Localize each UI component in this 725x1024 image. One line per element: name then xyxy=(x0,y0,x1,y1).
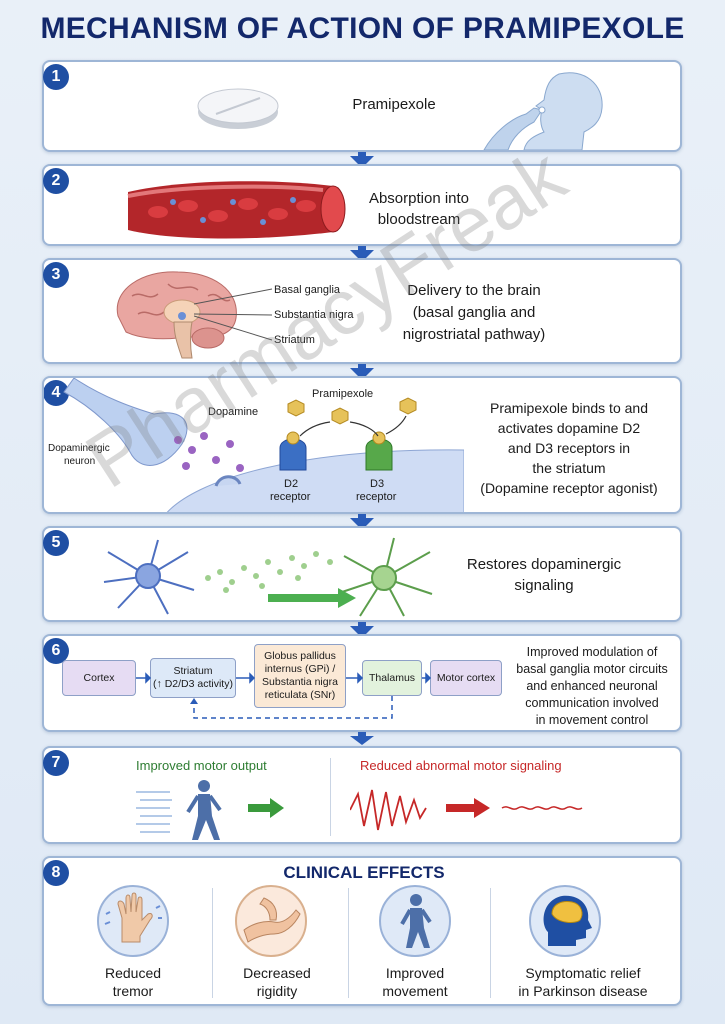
blood-vessel-icon xyxy=(127,181,346,239)
step-3-text-line-2: (basal ganglia and xyxy=(412,304,536,321)
effect-rigidity-line-2: rigidity xyxy=(256,983,298,999)
brain-icon xyxy=(116,271,237,359)
reduced-abnormal-signaling-label: Reduced abnormal motor signaling xyxy=(360,758,562,773)
synapse-illustration xyxy=(63,378,464,512)
tremor-hand-icon xyxy=(97,885,169,957)
effect-movement-line-1: Improved xyxy=(385,965,445,981)
effect-tremor-line-1: Reduced xyxy=(104,965,162,981)
label-d2-line-1: D2 xyxy=(284,478,299,490)
flow-arrow xyxy=(358,732,366,736)
label-pramipexole: Pramipexole xyxy=(312,388,374,400)
step-5-panel: 5 Restores dopaminergic signaling xyxy=(42,526,682,622)
step-8-panel: 8 CLINICAL EFFECTS Reduced tremor Decrea… xyxy=(42,856,682,1006)
flow-box-striatum: Striatum (↑ D2/D3 activity) xyxy=(150,658,236,698)
effects-divider xyxy=(212,888,213,998)
step-2-text-line-2: bloodstream xyxy=(377,211,461,228)
flow-box-striatum-line-2: (↑ D2/D3 activity) xyxy=(153,678,233,690)
step-4-text-line-3: and D3 receptors in xyxy=(507,440,631,456)
step-number: 5 xyxy=(43,530,69,556)
step-7-panel: 7 Improved motor output Reduced abnormal… xyxy=(42,746,682,844)
clinical-effects-heading: CLINICAL EFFECTS xyxy=(283,863,445,882)
label-leader-lines xyxy=(194,288,273,341)
step-2-text-line-1: Absorption into xyxy=(368,190,470,207)
pill-icon xyxy=(197,88,279,129)
label-dopamine: Dopamine xyxy=(208,406,259,418)
section-divider xyxy=(330,758,331,836)
effect-rigidity-line-1: Decreased xyxy=(243,965,311,981)
label-d3-line-2: receptor xyxy=(356,491,397,503)
effects-divider xyxy=(490,888,491,998)
flow-box-gpi-line-4: reticulata (SNr) xyxy=(264,689,336,701)
walking-movement-icon xyxy=(379,885,451,957)
step-4-text-line-1: Pramipexole binds to and xyxy=(490,400,648,416)
flow-box-gpi-line-2: internus (GPi) / xyxy=(264,663,336,675)
flow-arrow xyxy=(358,514,366,520)
step-4-text-line-4: the striatum xyxy=(532,460,606,476)
step-number: 8 xyxy=(43,860,69,886)
flow-box-thalamus-label: Thalamus xyxy=(368,671,416,684)
effect-tremor-line-2: tremor xyxy=(112,983,154,999)
step-number: 2 xyxy=(43,168,69,194)
label-substantia-nigra: Substantia nigra xyxy=(274,309,354,321)
signal-waveform-icon xyxy=(350,789,583,831)
step-3-panel: 3 Basal ganglia Substantia nigra Striatu… xyxy=(42,258,682,364)
step-number: 6 xyxy=(43,638,69,664)
effect-symptomatic-line-1: Symptomatic relief xyxy=(525,965,641,981)
step-3-text-line-1: Delivery to the brain xyxy=(407,282,541,299)
flow-arrow xyxy=(358,622,366,628)
step-6-panel: 6 Cortex Striatum (↑ D2/D3 activity) Glo… xyxy=(42,634,682,732)
flow-arrow xyxy=(358,246,366,252)
label-d2-line-2: receptor xyxy=(270,491,311,503)
step-5-text-line-2: signaling xyxy=(514,577,574,594)
label-dopaminergic-neuron-line-1: Dopaminergic xyxy=(48,443,110,454)
person-swallowing-icon xyxy=(483,72,603,150)
flow-box-striatum-line-1: Striatum xyxy=(173,665,213,677)
flow-box-gpi-line-1: Globus pallidus xyxy=(264,650,336,662)
effect-movement-line-2: movement xyxy=(382,983,448,999)
label-dopaminergic-neuron-line-2: neuron xyxy=(64,456,96,467)
walking-person-icon xyxy=(136,780,284,840)
step-3-text-line-3: nigrostriatal pathway) xyxy=(402,326,546,343)
step-number: 1 xyxy=(43,64,69,90)
step-6-text-line-4: communication involved xyxy=(525,696,659,710)
flow-box-motor-cortex-label: Motor cortex xyxy=(436,671,496,684)
step-6-text-line-2: basal ganglia motor circuits xyxy=(516,662,668,676)
step-5-text-line-1: Restores dopaminergic xyxy=(466,556,622,573)
flow-box-gpi-snr: Globus pallidus internus (GPi) / Substan… xyxy=(254,644,346,708)
step-1-panel: 1 Pramipexole xyxy=(42,60,682,152)
head-brain-icon xyxy=(529,885,601,957)
step-1-text: Pramipexole xyxy=(352,96,436,113)
effects-divider xyxy=(348,888,349,998)
flow-box-cortex-label: Cortex xyxy=(83,671,115,684)
step-4-text-line-2: activates dopamine D2 xyxy=(497,420,641,436)
rigidity-arm-icon xyxy=(235,885,307,957)
circuit-arrows xyxy=(136,672,432,719)
flow-box-motor-cortex: Motor cortex xyxy=(430,660,502,696)
neurons-signaling-icon xyxy=(103,537,433,617)
flow-box-gpi-line-3: Substantia nigra xyxy=(262,676,338,688)
label-striatum: Striatum xyxy=(274,334,315,346)
flow-arrow xyxy=(358,364,366,370)
step-2-panel: 2 Absorption into bloodstream xyxy=(42,164,682,246)
label-basal-ganglia: Basal ganglia xyxy=(274,284,341,296)
step-4-text-line-5: (Dopamine receptor agonist) xyxy=(480,480,658,496)
flow-arrow xyxy=(358,152,366,158)
step-number: 3 xyxy=(43,262,69,288)
improved-motor-output-label: Improved motor output xyxy=(136,758,267,773)
step-number: 7 xyxy=(43,750,69,776)
effect-symptomatic-line-2: in Parkinson disease xyxy=(518,983,648,999)
label-d3-line-1: D3 xyxy=(370,478,385,490)
step-4-panel: 4 Pramipexole Dopamine Dopaminergic neur… xyxy=(42,376,682,514)
flow-box-cortex: Cortex xyxy=(62,660,136,696)
flow-arrow-head xyxy=(350,736,374,745)
step-6-text-line-5: in movement control xyxy=(535,713,649,727)
step-6-text-line-1: Improved modulation of xyxy=(526,645,658,659)
page-title: MECHANISM OF ACTION OF PRAMIPEXOLE xyxy=(40,12,685,45)
step-6-text-line-3: and enhanced neuronal xyxy=(526,679,658,693)
